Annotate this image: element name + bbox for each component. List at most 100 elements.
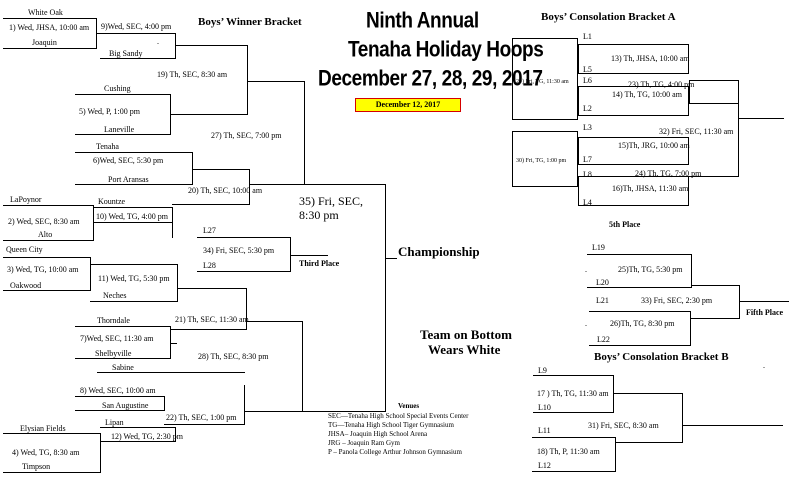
- game-29-label: 29) Fri, TG, 11:30 am: [516, 79, 569, 85]
- game-14-box: [578, 86, 689, 116]
- team-cushing: Cushing: [104, 84, 131, 93]
- third-place-label: Third Place: [299, 259, 340, 268]
- slot-l20: L20: [596, 278, 609, 287]
- updated-date-badge: December 12, 2017: [355, 98, 461, 112]
- team-timpson: Timpson: [22, 462, 51, 471]
- team-thorndale: Thorndale: [97, 316, 130, 325]
- team-port-aransas: Port Aransas: [108, 175, 149, 184]
- venue-jhsa: JHSA– Joaquin High School Arena: [328, 430, 428, 438]
- slot-l10: L10: [538, 403, 551, 412]
- game-21-label: 21) Th, SEC, 11:30 am: [175, 315, 249, 324]
- tournament-title-line1: Ninth Annual: [366, 8, 479, 34]
- team-big-sandy: Big Sandy: [109, 49, 143, 58]
- team-bottom-note-line2: Wears White: [428, 342, 501, 357]
- venues-heading: Venues: [398, 402, 420, 410]
- tick-mark: .: [157, 37, 159, 46]
- game-16-label: 16)Th, JHSA, 11:30 am: [612, 184, 689, 193]
- game-30-label: 30) Fri, TG, 1:00 pm: [516, 158, 567, 164]
- tournament-title-line2: Tenaha Holiday Hoops: [348, 37, 544, 63]
- game-7-label: 7)Wed, SEC, 11:30 am: [80, 334, 154, 343]
- slot-l11: L11: [538, 426, 551, 435]
- team-white-oak: White Oak: [28, 8, 63, 17]
- third-place-top-slot: L27: [203, 226, 216, 235]
- team-san-augustine: San Augustine: [102, 401, 149, 410]
- game-9-label: 9)Wed, SEC, 4:00 pm: [101, 22, 172, 31]
- team-kountze: Kountze: [98, 197, 126, 206]
- game-3-label: 3) Wed, TG, 10:00 am: [7, 265, 79, 274]
- game-12-label: 12) Wed, TG, 2:30 pm: [111, 432, 183, 441]
- game-31-label: 31) Fri, SEC, 8:30 am: [588, 421, 659, 430]
- game-27-label: 27) Th, SEC, 7:00 pm: [211, 131, 282, 140]
- third-place-bottom-slot: L28: [203, 261, 216, 270]
- game-10-label: 10) Wed, TG, 4:00 pm: [96, 212, 168, 221]
- game-33-label: 33) Fri, SEC, 2:30 pm: [641, 296, 713, 305]
- game-13-label: 13) Th, JHSA, 10:00 am: [611, 54, 690, 63]
- team-elysian-fields: Elysian Fields: [20, 424, 66, 433]
- game-24-label: 24) Th, TG, 7:00 pm: [635, 169, 702, 178]
- slot-l7: L7: [583, 155, 592, 164]
- consolation-b-heading: Boys’ Consolation Bracket B: [594, 351, 729, 363]
- slot-l8: L8: [583, 170, 592, 179]
- game-15-box: [578, 137, 689, 165]
- slot-l12: L12: [538, 461, 551, 470]
- venue-panola: P – Panola College Arthur Johnson Gymnas…: [328, 448, 462, 456]
- game-26-label: 26)Th, TG, 8:30 pm: [610, 319, 675, 328]
- consolation-a-heading: Boys’ Consolation Bracket A: [541, 11, 676, 23]
- team-alto: Alto: [38, 230, 53, 239]
- fifth-place-heading: 5th Place: [609, 220, 641, 229]
- team-lapoynor: LaPoynor: [10, 195, 42, 204]
- championship-label: Championship: [398, 244, 480, 259]
- tick-mark: .: [763, 361, 765, 370]
- game-25-label: 25)Th, TG, 5:30 pm: [618, 265, 683, 274]
- slot-l22: L22: [597, 335, 610, 344]
- game-28-label: 28) Th, SEC, 8:30 pm: [198, 352, 269, 361]
- game-5-label: 5) Wed, P, 1:00 pm: [79, 107, 140, 116]
- fifth-place-label: Fifth Place: [746, 308, 784, 317]
- slot-l21: L21: [596, 296, 609, 305]
- venue-tg: TG—Tenaha High School Tiger Gymnasium: [328, 421, 454, 429]
- tournament-title-line3: December 27, 28, 29, 2017: [318, 66, 543, 92]
- game-13-box: [578, 44, 689, 74]
- game-1-label: 1) Wed, JHSA, 10:00 am: [9, 23, 90, 32]
- game-18-label: 18) Th, P, 11:30 am: [537, 447, 600, 456]
- game-6-label: 6)Wed, SEC, 5:30 pm: [93, 156, 164, 165]
- team-bottom-note-line1: Team on Bottom: [420, 327, 512, 342]
- final-game-label-line2: 8:30 pm: [299, 208, 339, 222]
- game-34-label: 34) Fri, SEC, 5:30 pm: [203, 246, 275, 255]
- final-game-label-line1: 35) Fri, SEC,: [299, 194, 364, 208]
- team-joaquin: Joaquin: [32, 38, 57, 47]
- team-tenaha: Tenaha: [96, 142, 119, 151]
- team-neches: Neches: [103, 291, 127, 300]
- venue-sec: SEC—Tenaha High School Special Events Ce…: [328, 412, 469, 420]
- team-laneville: Laneville: [104, 125, 135, 134]
- game-20-label: 20) Th, SEC, 10:00 am: [188, 186, 263, 195]
- game-22-label: 22) Th, SEC, 1:00 pm: [166, 413, 237, 422]
- team-oakwood: Oakwood: [10, 281, 42, 290]
- tick-mark: .: [585, 265, 587, 274]
- slot-l9: L9: [538, 366, 547, 375]
- game-15-label: 15)Th, JRG, 10:00 am: [618, 141, 690, 150]
- game-23-label: 23) Th, TG, 4:00 pm: [628, 80, 695, 89]
- team-sabine: Sabine: [112, 363, 134, 372]
- game-14-label: 14) Th, TG, 10:00 am: [612, 90, 682, 99]
- game-30-outer-box: [512, 131, 578, 187]
- game-29-outer-box: [512, 38, 578, 120]
- slot-l3: L3: [583, 123, 592, 132]
- slot-l4: L4: [583, 198, 592, 207]
- game-4-label: 4) Wed, TG, 8:30 am: [12, 448, 80, 457]
- team-queen-city: Queen City: [6, 245, 43, 254]
- slot-l2: L2: [583, 104, 592, 113]
- game-16-box: [578, 176, 689, 206]
- slot-l5: L5: [583, 65, 592, 74]
- game-8-label: 8) Wed, SEC, 10:00 am: [80, 386, 156, 395]
- slot-l6: L6: [583, 76, 592, 85]
- game-11-label: 11) Wed, TG, 5:30 pm: [98, 274, 170, 283]
- venue-jrg: JRG – Joaquin Ram Gym: [328, 439, 400, 447]
- game-2-label: 2) Wed, SEC, 8:30 am: [8, 217, 80, 226]
- tick-mark: .: [585, 319, 587, 328]
- slot-l19: L19: [592, 243, 605, 252]
- winner-bracket-heading: Boys’ Winner Bracket: [198, 16, 302, 28]
- game-17-label: 17 ) Th, TG, 11:30 am: [537, 389, 609, 398]
- team-lipan: Lipan: [105, 418, 124, 427]
